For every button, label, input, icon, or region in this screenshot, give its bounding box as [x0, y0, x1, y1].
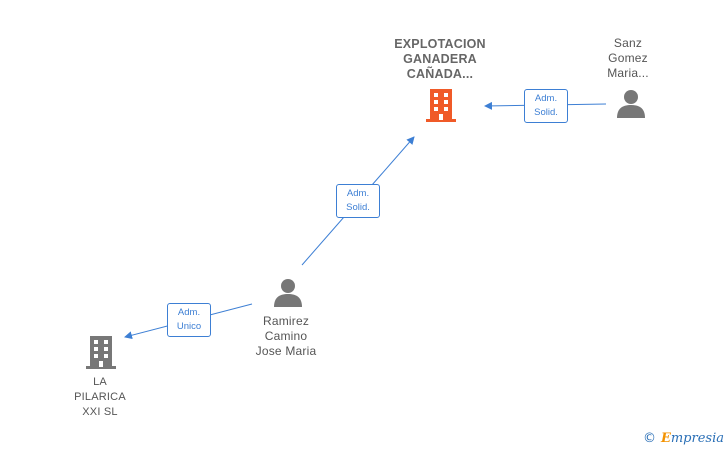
edge-badge-ramirez-to-pilarica[interactable]: Adm. Unico	[167, 303, 211, 337]
edge-badge-line: Adm.	[177, 307, 201, 318]
label-line: Ramirez	[262, 314, 310, 328]
label-line: EXPLOTACION	[394, 37, 486, 51]
label-line: LA	[93, 376, 107, 388]
edge-badge-line: Unico	[176, 321, 202, 332]
edge-badge-line: Solid.	[346, 202, 370, 213]
node-label-ramirez-camino[interactable]: Ramirez Camino Jose Maria	[238, 314, 334, 359]
node-label-la-pilarica[interactable]: LA PILARICA XXI SL	[60, 375, 140, 420]
label-line: Sanz	[613, 36, 643, 50]
brand-name: mpresia	[670, 431, 724, 446]
edge-badge-line: Adm.	[346, 188, 370, 199]
edge-badge-line: Adm.	[534, 93, 558, 104]
label-line: Camino	[264, 329, 308, 343]
brand-footer: © Empresia	[643, 431, 724, 446]
copyright-symbol: ©	[642, 431, 656, 446]
building-icon[interactable]	[84, 334, 118, 370]
node-label-explotacion-ganadera[interactable]: EXPLOTACION GANADERA CAÑADA...	[370, 37, 510, 82]
person-icon[interactable]	[615, 89, 647, 119]
edge-badge-ramirez-to-main[interactable]: Adm. Solid.	[336, 184, 380, 218]
label-line: Maria...	[607, 66, 649, 80]
label-line: Jose Maria	[255, 344, 317, 358]
label-line: Gomez	[608, 51, 648, 65]
edge-badge-line: Solid.	[534, 107, 558, 118]
label-line: PILARICA	[74, 391, 126, 403]
label-line: XXI SL	[82, 406, 118, 418]
person-icon[interactable]	[272, 278, 304, 308]
label-line: GANADERA	[403, 52, 477, 66]
brand-initial: E	[660, 431, 671, 446]
label-line: CAÑADA...	[406, 67, 474, 81]
edge-badge-sanz-to-main[interactable]: Adm. Solid.	[524, 89, 568, 123]
building-icon[interactable]	[424, 87, 458, 123]
node-label-sanz-gomez[interactable]: Sanz Gomez Maria...	[590, 36, 666, 81]
